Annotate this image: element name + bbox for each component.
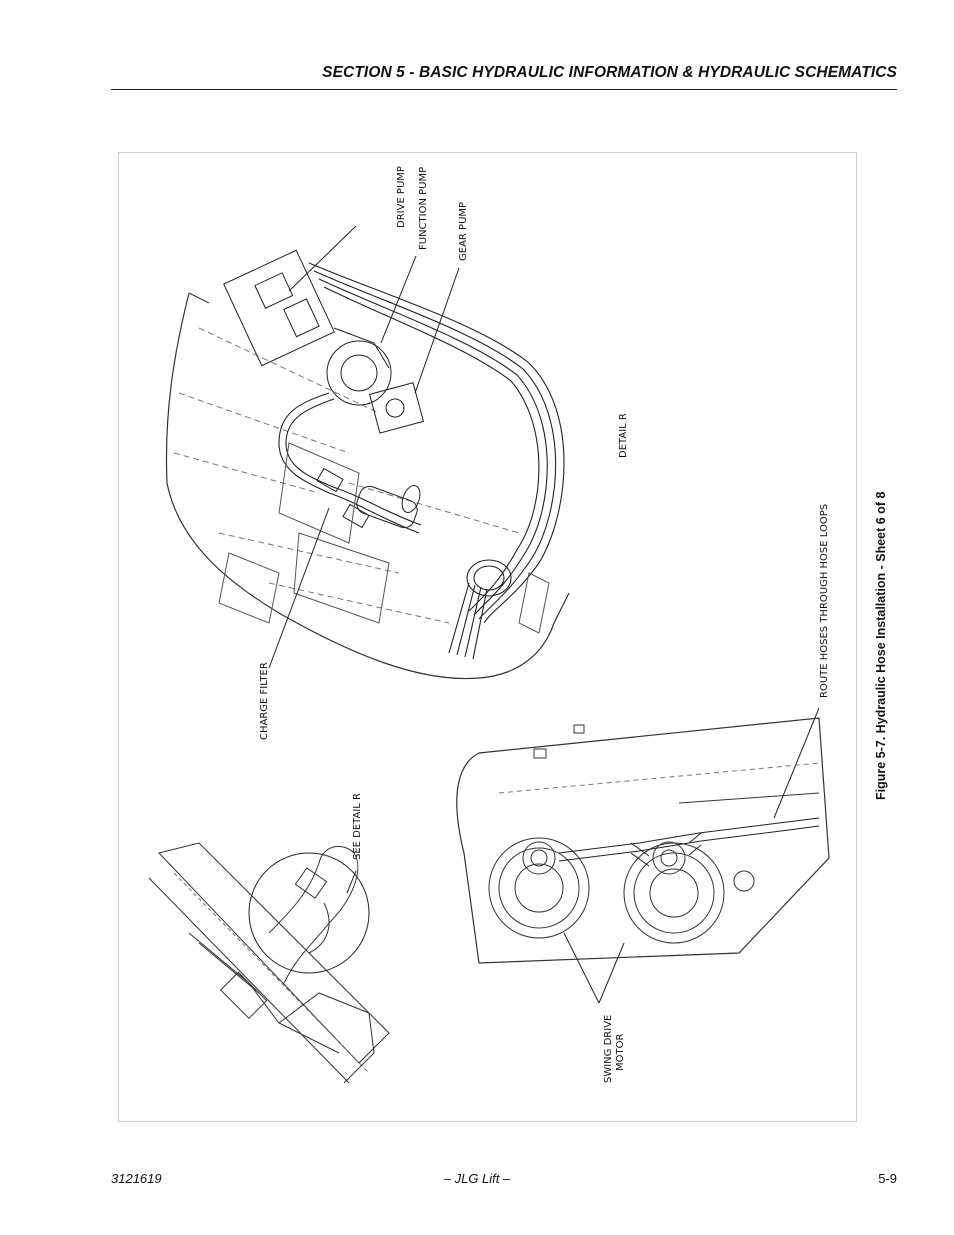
detail-r-drawing — [165, 225, 820, 819]
label-detail-r: DETAIL R — [618, 413, 629, 458]
drawing-labels: DRIVE PUMP FUNCTION PUMP GEAR PUMP DETAI… — [259, 166, 830, 1083]
label-see-detail-r: SEE DETAIL R — [352, 793, 363, 860]
footer-center-text: – JLG Lift – — [443, 1171, 511, 1186]
label-function-pump: FUNCTION PUMP — [418, 167, 429, 250]
swing-drive-motor-left — [488, 837, 590, 939]
swing-drive-drawing — [456, 717, 830, 1004]
hose-routing — [278, 262, 565, 660]
swing-drive-motor-right — [623, 841, 725, 944]
section-header-title: SECTION 5 - BASIC HYDRAULIC INFORMATION … — [322, 64, 897, 81]
footer-doc-number: 3121619 — [111, 1171, 162, 1186]
machine-overview-drawing — [148, 842, 390, 1084]
header-rule — [111, 89, 897, 90]
pump-assembly — [223, 249, 425, 434]
label-drive-pump: DRIVE PUMP — [396, 166, 407, 228]
figure-frame: DRIVE PUMP FUNCTION PUMP GEAR PUMP DETAI… — [118, 152, 857, 1122]
label-gear-pump: GEAR PUMP — [458, 202, 469, 261]
label-route-hoses: ROUTE HOSES THROUGH HOSE LOOPS — [819, 504, 830, 698]
label-swing-drive-line2: MOTOR — [615, 1034, 626, 1071]
label-charge-filter: CHARGE FILTER — [259, 662, 270, 740]
hydraulic-hose-drawing: DRIVE PUMP FUNCTION PUMP GEAR PUMP DETAI… — [148, 166, 830, 1084]
footer-page-number: 5-9 — [878, 1171, 897, 1186]
figure-caption: Figure 5-7. Hydraulic Hose Installation … — [874, 491, 888, 800]
charge-filter — [316, 467, 421, 529]
label-swing-drive-line1: SWING DRIVE — [603, 1015, 614, 1083]
